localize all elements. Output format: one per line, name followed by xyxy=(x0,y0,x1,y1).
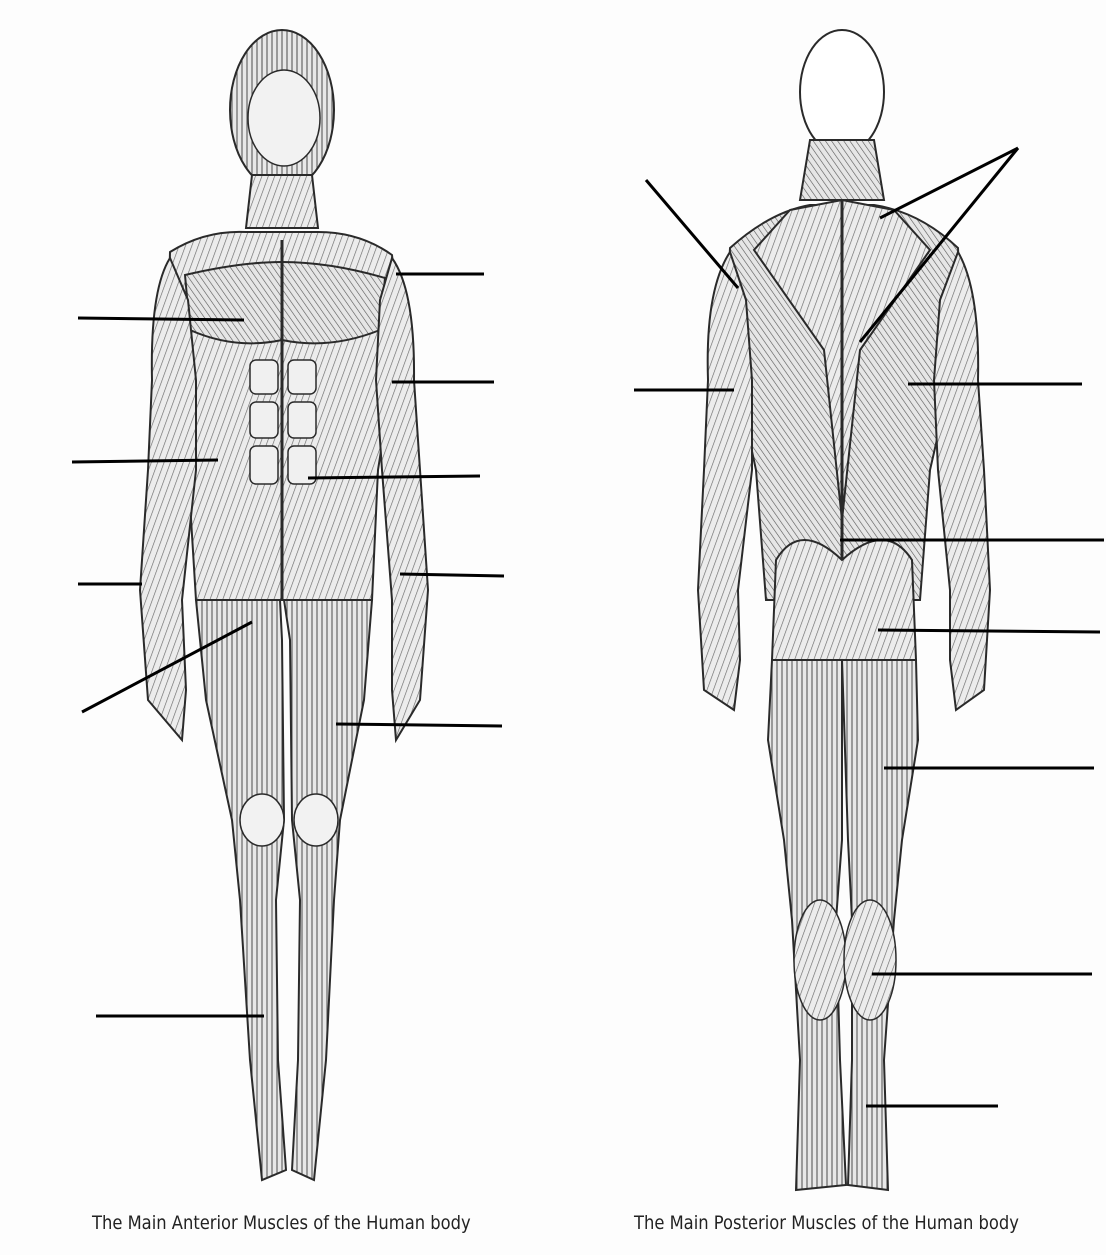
leader-line-anterior-rectus-abdominis xyxy=(308,476,480,478)
posterior-right-arm xyxy=(698,252,752,710)
anterior-pectorals xyxy=(185,262,385,343)
leader-line-posterior-gluteus xyxy=(878,630,1100,632)
posterior-body-figure xyxy=(698,30,990,1190)
leader-line-anterior-pectoralis xyxy=(78,318,244,320)
anterior-right-leg xyxy=(196,600,286,1180)
posterior-left-arm xyxy=(934,252,990,710)
leader-line-posterior-trapezius-a xyxy=(880,148,1018,218)
leader-line-anterior-biceps xyxy=(72,460,218,462)
caption-posterior: The Main Posterior Muscles of the Human … xyxy=(634,1212,1019,1234)
caption-anterior: The Main Anterior Muscles of the Human b… xyxy=(92,1212,471,1234)
posterior-head xyxy=(800,30,884,154)
anterior-body-figure xyxy=(140,30,428,1180)
leader-line-anterior-brachioradialis xyxy=(400,574,504,576)
posterior-gluteals xyxy=(772,540,916,675)
anterior-neck xyxy=(246,175,318,228)
anterior-face xyxy=(248,70,320,166)
leader-line-anterior-quadriceps xyxy=(336,724,502,726)
leader-line-posterior-deltoid xyxy=(646,180,738,288)
posterior-neck xyxy=(800,140,884,200)
anterior-left-leg xyxy=(284,600,372,1180)
anterior-left-arm xyxy=(376,258,428,740)
